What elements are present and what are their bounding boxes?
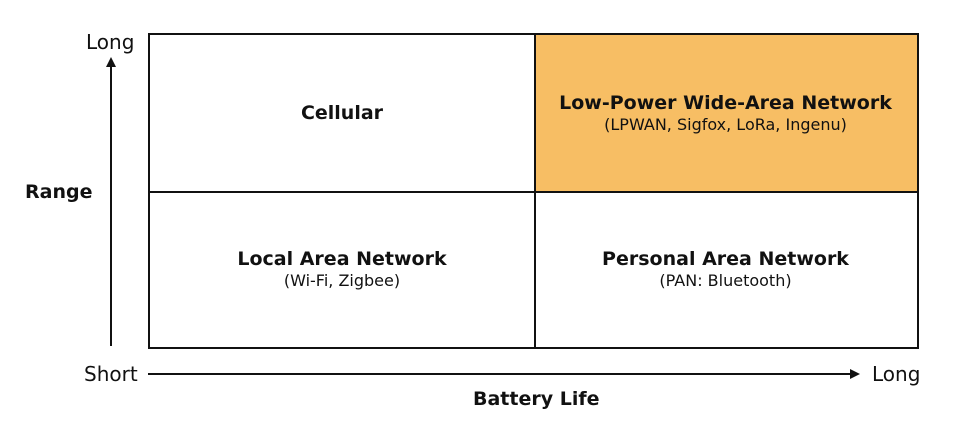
- quadrant-title: Low-Power Wide-Area Network: [559, 92, 892, 114]
- quadrant-subtitle: (Wi-Fi, Zigbee): [283, 271, 401, 290]
- y-axis-arrowhead: [106, 57, 116, 67]
- x-axis-arrowhead: [850, 369, 860, 379]
- quadrant-grid: Cellular Low-Power Wide-Area Network (LP…: [148, 33, 919, 349]
- quadrant-pan: Personal Area Network (PAN: Bluetooth): [534, 191, 917, 347]
- y-axis-title: Range: [25, 181, 93, 203]
- x-axis-title: Battery Life: [473, 388, 600, 410]
- quadrant-subtitle: (LPWAN, Sigfox, LoRa, Ingenu): [604, 115, 847, 134]
- x-axis-right-label: Long: [872, 362, 921, 386]
- y-axis-top-label: Long: [86, 30, 135, 54]
- quadrant-cellular: Cellular: [150, 35, 534, 191]
- quadrant-subtitle: (PAN: Bluetooth): [659, 271, 792, 290]
- quadrant-lan: Local Area Network (Wi-Fi, Zigbee): [150, 191, 534, 347]
- quadrant-title: Personal Area Network: [602, 248, 849, 270]
- quadrant-title: Cellular: [300, 102, 384, 124]
- horizontal-divider: [150, 191, 917, 193]
- quadrant-lpwan: Low-Power Wide-Area Network (LPWAN, Sigf…: [534, 35, 917, 191]
- y-axis-bottom-label: Short: [84, 362, 138, 386]
- quadrant-title: Local Area Network: [237, 248, 447, 270]
